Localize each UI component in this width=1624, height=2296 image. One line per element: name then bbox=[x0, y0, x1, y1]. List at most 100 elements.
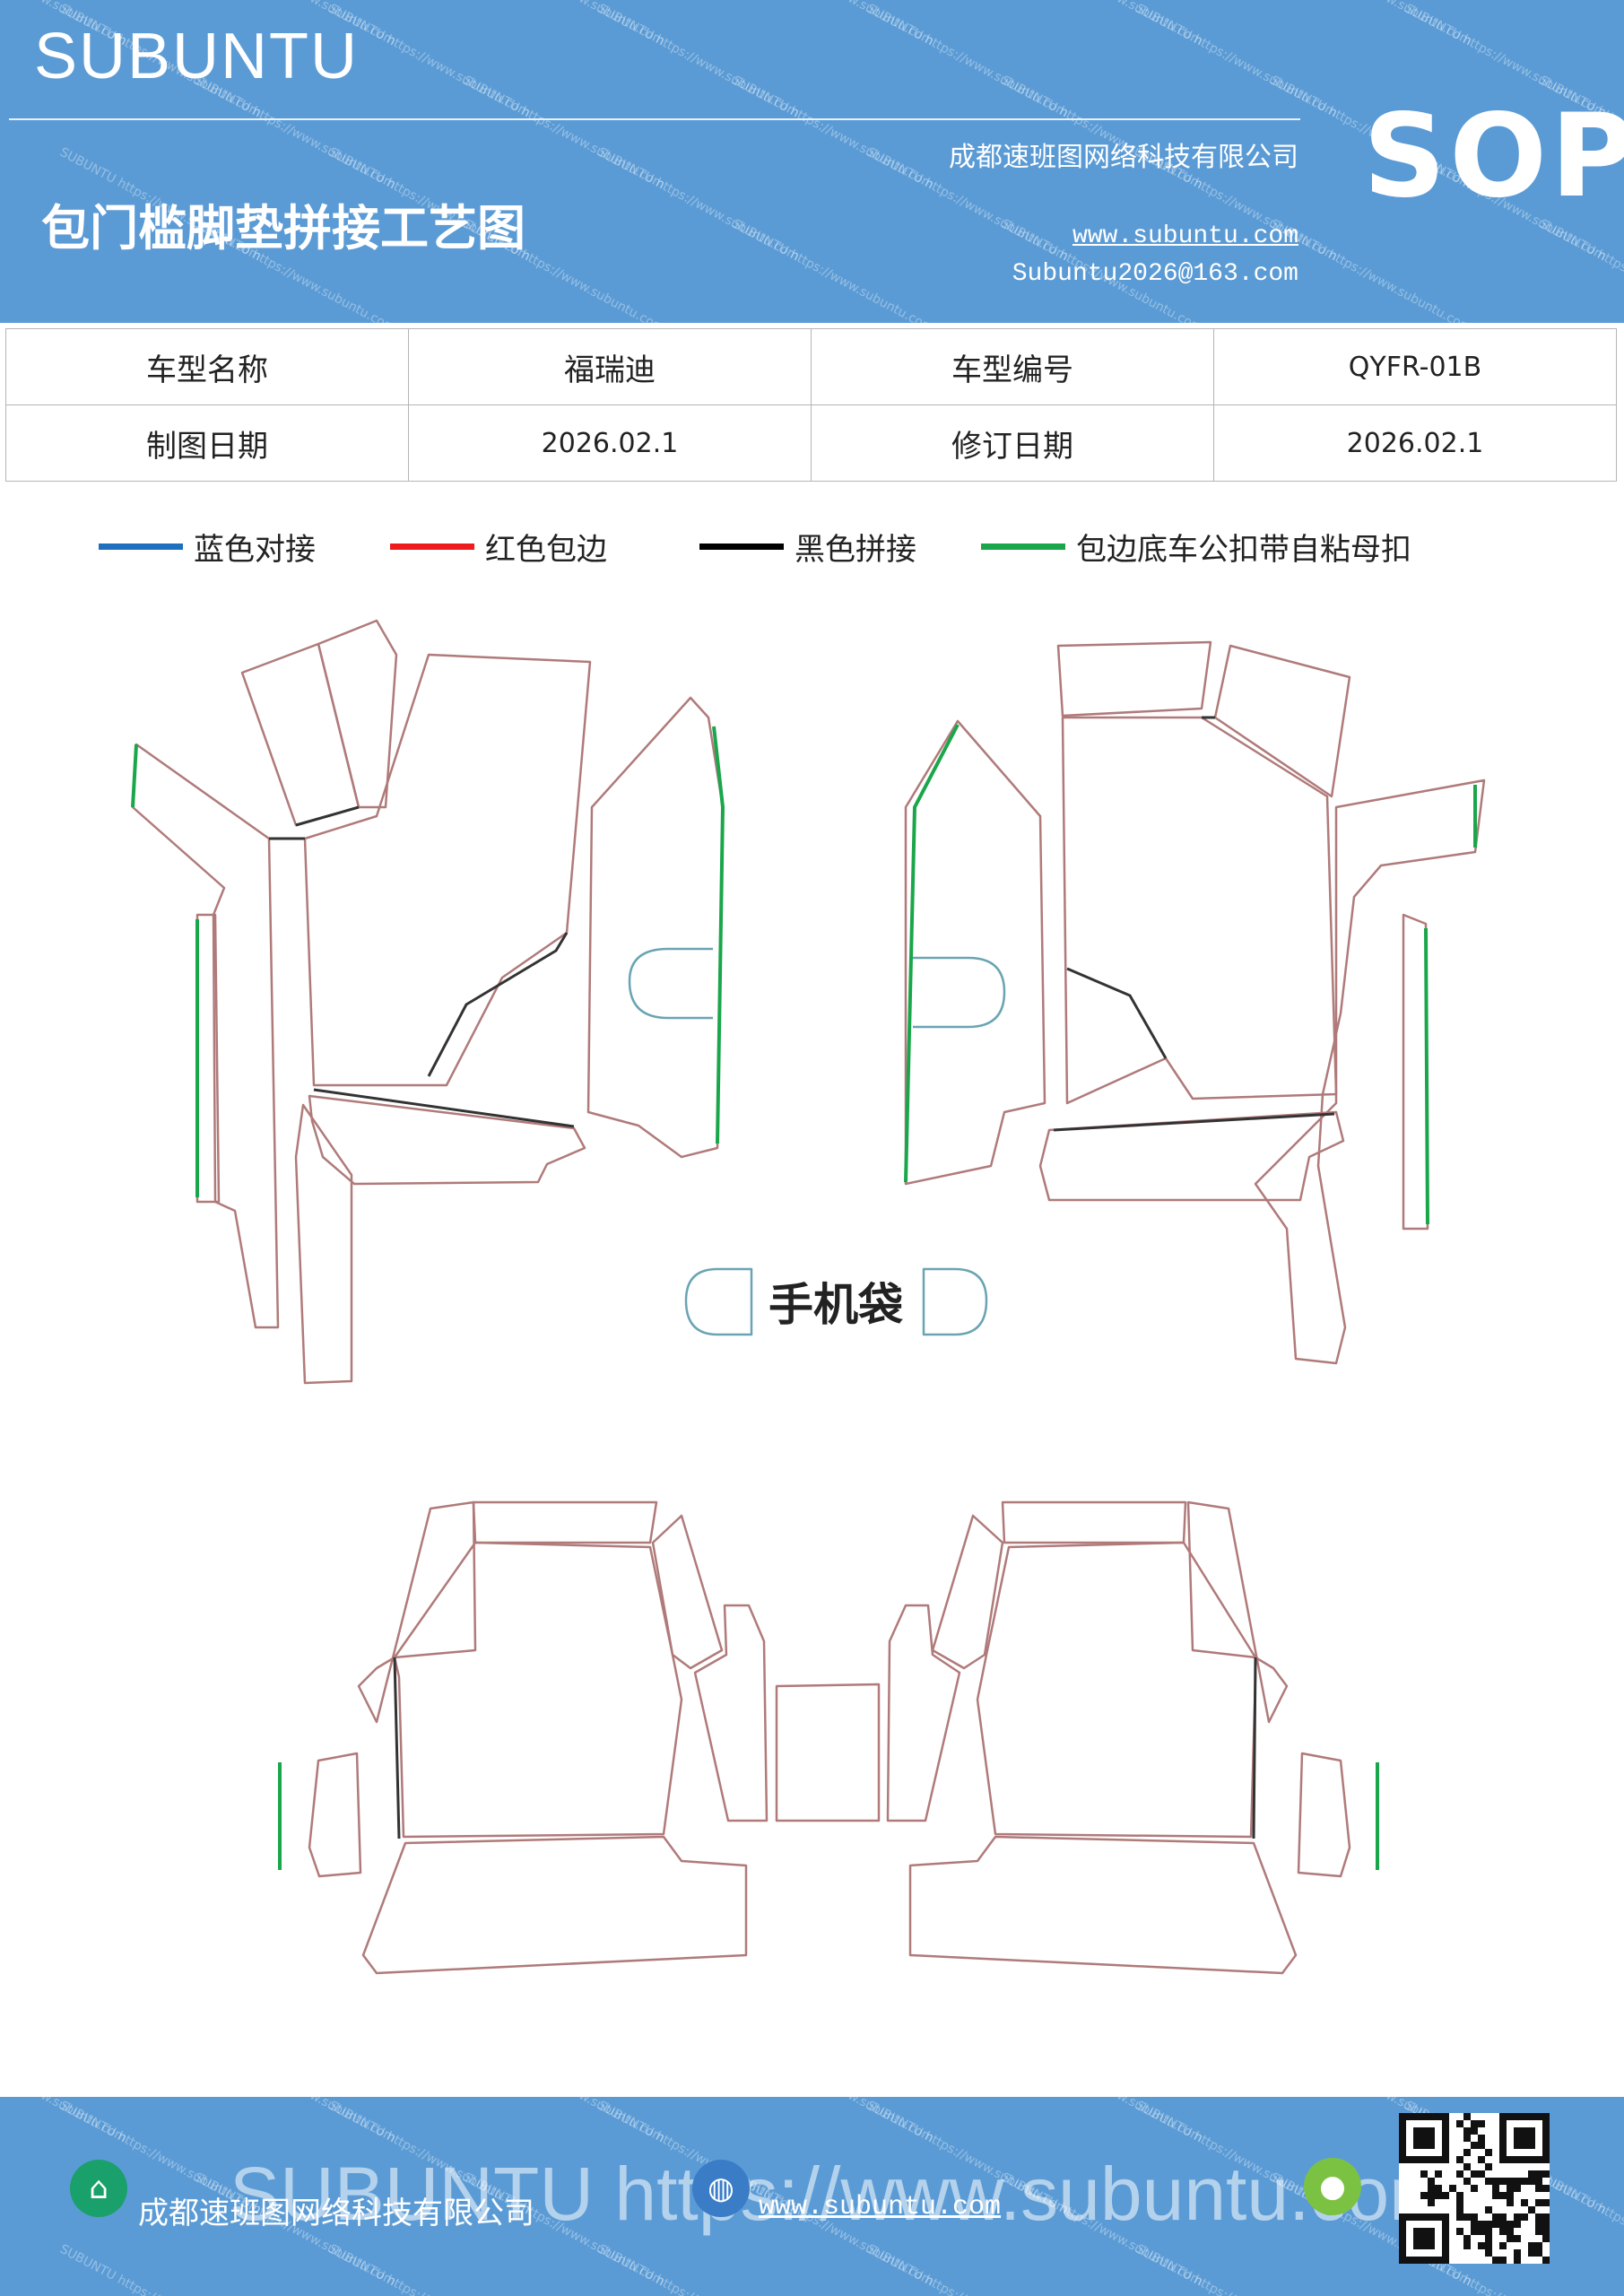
watermark-text: SUBUNTU https://www.subuntu.com bbox=[998, 2097, 1204, 2145]
mat-piece bbox=[472, 1500, 658, 1544]
mat-piece bbox=[357, 1500, 477, 1724]
phone-pocket-label: 手机袋 bbox=[769, 1279, 903, 1331]
legend-swatch bbox=[390, 544, 474, 550]
watermark-text: SUBUNTU https://www.subuntu.com bbox=[864, 2242, 1070, 2296]
mat-piece bbox=[308, 1752, 362, 1878]
seam-line bbox=[295, 805, 360, 827]
watermark-text: SUBUNTU https://www.subuntu.com bbox=[595, 144, 802, 265]
mat-piece bbox=[693, 1604, 769, 1822]
mat-piece bbox=[393, 1541, 683, 1839]
mat-piece bbox=[294, 1103, 353, 1385]
watermark-text: SUBUNTU https://www.subuntu.com bbox=[460, 0, 666, 48]
mat-piece bbox=[775, 1683, 881, 1822]
table-cell: 2026.02.1 bbox=[408, 404, 812, 482]
floor-mat-pattern-drawing: 手机袋 bbox=[131, 619, 1486, 1975]
watermark-text: SUBUNTU https://www.subuntu.com bbox=[595, 1, 802, 121]
mat-piece bbox=[131, 743, 280, 1329]
mat-piece bbox=[1213, 644, 1351, 798]
phone-pocket bbox=[922, 1267, 988, 1336]
edge-outlines bbox=[131, 619, 1486, 1975]
footer-company: 成都速班图网络科技有限公司 bbox=[138, 2196, 534, 2231]
table-row: 制图日期 2026.02.1 修订日期 2026.02.1 bbox=[5, 404, 1617, 482]
legend-label: 包边底车公扣带自粘母扣 bbox=[1076, 532, 1411, 568]
watermark-text: SUBUNTU https://www.subuntu.com bbox=[56, 2242, 263, 2296]
table-row: 车型名称 福瑞迪 车型编号 QYFR-01B bbox=[5, 328, 1617, 405]
watermark-text: SUBUNTU https://www.subuntu.com bbox=[326, 2242, 532, 2296]
table-cell: 制图日期 bbox=[5, 404, 409, 482]
watermark-text: SUBUNTU https://www.subuntu.com bbox=[729, 73, 936, 193]
watermark-text: SUBUNTU https://www.subuntu.com bbox=[1133, 1, 1340, 121]
hook-strip bbox=[712, 726, 725, 1144]
phone-pocket bbox=[913, 956, 1006, 1029]
watermark-text: SUBUNTU https://www.subuntu.com bbox=[729, 216, 936, 323]
mat-piece bbox=[317, 619, 398, 809]
seam-line bbox=[1252, 1657, 1257, 1839]
company-name: 成都速班图网络科技有限公司 bbox=[949, 142, 1298, 173]
qr-code bbox=[1399, 2113, 1550, 2264]
watermark-text: SUBUNTU https://www.subuntu.com bbox=[1133, 2242, 1339, 2296]
table-cell: QYFR-01B bbox=[1213, 328, 1617, 405]
legend-label: 蓝色对接 bbox=[194, 532, 316, 568]
footer-website-link[interactable]: www.subuntu.com bbox=[759, 2192, 1002, 2222]
watermark-text: SUBUNTU https://www.subuntu.com bbox=[460, 2097, 666, 2145]
table-cell: 车型编号 bbox=[811, 328, 1214, 405]
legend-swatch bbox=[981, 544, 1065, 550]
footer-watermark: SUBUNTU https://www.subuntu.com bbox=[230, 2152, 1453, 2236]
website-link[interactable]: www.subuntu.com bbox=[1072, 222, 1298, 250]
mat-piece bbox=[1038, 1110, 1345, 1202]
seam-line bbox=[1053, 1112, 1335, 1132]
mat-piece bbox=[1056, 640, 1212, 718]
watermark-text: SUBUNTU https://www.subuntu.com bbox=[1536, 2097, 1624, 2145]
legend-swatch bbox=[99, 544, 183, 550]
watermark-text: SUBUNTU https://www.subuntu.com bbox=[460, 73, 667, 193]
legend-item-black: 黑色拼接 bbox=[699, 525, 916, 569]
watermark-text: SUBUNTU https://www.subuntu.com bbox=[1536, 0, 1624, 48]
mat-piece bbox=[303, 653, 592, 1087]
watermark-text: SUBUNTU https://www.subuntu.com bbox=[1267, 0, 1473, 48]
legend-swatch bbox=[699, 544, 784, 550]
phone-pocket-outlines bbox=[628, 947, 1006, 1336]
mat-piece bbox=[586, 696, 725, 1159]
mat-piece bbox=[908, 1835, 1298, 1975]
hook-strip bbox=[131, 744, 138, 808]
mat-piece bbox=[976, 1541, 1257, 1839]
legend-label: 红色包边 bbox=[485, 532, 607, 568]
table-cell: 福瑞迪 bbox=[408, 328, 812, 405]
wechat-icon: ● bbox=[1304, 2158, 1361, 2215]
mat-piece bbox=[886, 1604, 961, 1822]
brand-logo: SUBUNTU bbox=[34, 21, 360, 92]
mat-piece bbox=[1254, 778, 1486, 1365]
vehicle-info-table: 车型名称 福瑞迪 车型编号 QYFR-01B 制图日期 2026.02.1 修订… bbox=[5, 328, 1617, 482]
seam-line bbox=[1066, 967, 1168, 1059]
watermark-text: SUBUNTU https://www.subuntu.com bbox=[191, 2097, 397, 2145]
seam-lines bbox=[269, 716, 1335, 1839]
sop-badge: SOP bbox=[1363, 90, 1624, 223]
seam-line bbox=[313, 1088, 575, 1128]
watermark-text: SUBUNTU https://www.subuntu.com bbox=[864, 1, 1071, 121]
email-address[interactable]: Subuntu2026@163.com bbox=[1012, 260, 1298, 288]
header-divider bbox=[9, 118, 1300, 120]
watermark-text: SUBUNTU https://www.subuntu.com bbox=[0, 2097, 128, 2145]
watermark-text: SUBUNTU https://www.subuntu.com bbox=[729, 2097, 935, 2145]
phone-pocket bbox=[628, 947, 713, 1020]
mat-piece bbox=[308, 1094, 586, 1186]
watermark-text: SUBUNTU https://www.subuntu.com bbox=[998, 73, 1205, 193]
mat-piece bbox=[651, 1514, 724, 1670]
mat-piece bbox=[904, 719, 1046, 1186]
legend-item-blue: 蓝色对接 bbox=[99, 525, 316, 569]
mat-piece bbox=[1402, 913, 1429, 1231]
line-legend: 蓝色对接 红色包边 黑色拼接 包边底车公扣带自粘母扣 bbox=[0, 525, 1624, 578]
watermark-text: SUBUNTU https://www.subuntu.com bbox=[595, 2242, 801, 2296]
globe-icon: ◍ bbox=[692, 2160, 750, 2217]
table-cell: 2026.02.1 bbox=[1213, 404, 1617, 482]
table-cell: 车型名称 bbox=[5, 328, 409, 405]
watermark-text: SUBUNTU https://www.subuntu.com bbox=[1536, 216, 1624, 323]
watermark-text: SUBUNTU https://www.subuntu.com bbox=[998, 0, 1204, 48]
mat-piece bbox=[1001, 1500, 1187, 1544]
watermark-text: SUBUNTU https://www.subuntu.com bbox=[1536, 2170, 1624, 2290]
watermark-text: SUBUNTU https://www.subuntu.com bbox=[729, 0, 935, 48]
mat-piece bbox=[361, 1835, 748, 1975]
mat-piece bbox=[1186, 1500, 1289, 1724]
seam-line bbox=[393, 1657, 401, 1839]
building-icon: ⌂ bbox=[70, 2160, 127, 2217]
